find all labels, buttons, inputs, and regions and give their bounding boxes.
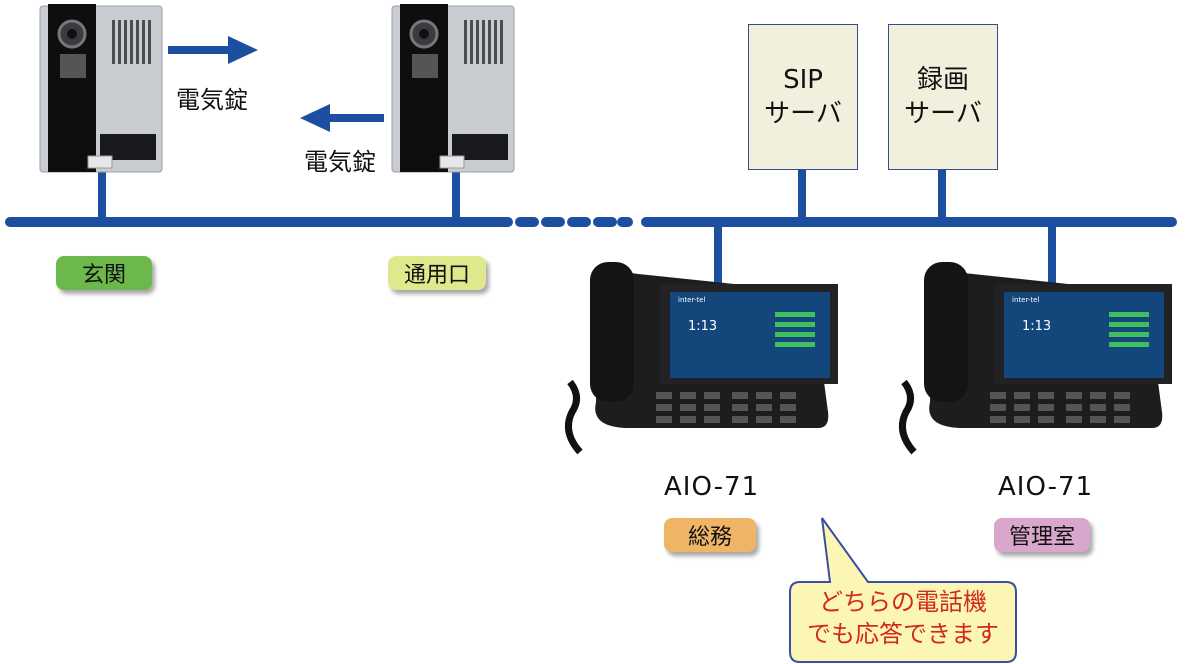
door-intercom-icon: [391, 4, 515, 173]
phone-time: 1:13: [1022, 319, 1051, 334]
general-affairs-badge: 総務: [664, 518, 756, 552]
phone-time: 1:13: [688, 319, 717, 334]
sip-server-line1: SIP: [783, 65, 823, 95]
callout-bubble: [789, 517, 1017, 663]
door-intercom-icon: [39, 4, 163, 173]
lock-label-right: 電気錠: [176, 86, 248, 114]
desk-phone-icon: inter-tel 1:13: [898, 262, 1172, 455]
phone1-model: AIO-71: [664, 472, 760, 502]
arrow-right-icon: [168, 36, 258, 64]
rec-server-line1: 録画: [916, 65, 969, 95]
callout-line1: どちらの電話機: [819, 588, 987, 616]
lock-label-left: 電気錠: [304, 148, 376, 176]
arrow-left-icon: [300, 104, 384, 132]
service-entrance-badge: 通用口: [388, 256, 486, 290]
rec-server-line2: サーバ: [904, 99, 982, 129]
phone-brand: inter-tel: [678, 296, 705, 304]
sip-server-line2: サーバ: [764, 99, 842, 129]
phone2-model: AIO-71: [998, 472, 1094, 502]
phone-brand: inter-tel: [1012, 296, 1039, 304]
desk-phone-icon: inter-tel 1:13: [564, 262, 838, 455]
entrance-badge: 玄関: [56, 256, 152, 290]
management-office-badge: 管理室: [994, 518, 1090, 552]
recording-server-box: 録画 サーバ: [888, 24, 998, 170]
callout-line2: でも応答できます: [807, 620, 999, 648]
sip-server-box: SIP サーバ: [748, 24, 858, 170]
callout-text: どちらの電話機 でも応答できます: [790, 586, 1016, 650]
